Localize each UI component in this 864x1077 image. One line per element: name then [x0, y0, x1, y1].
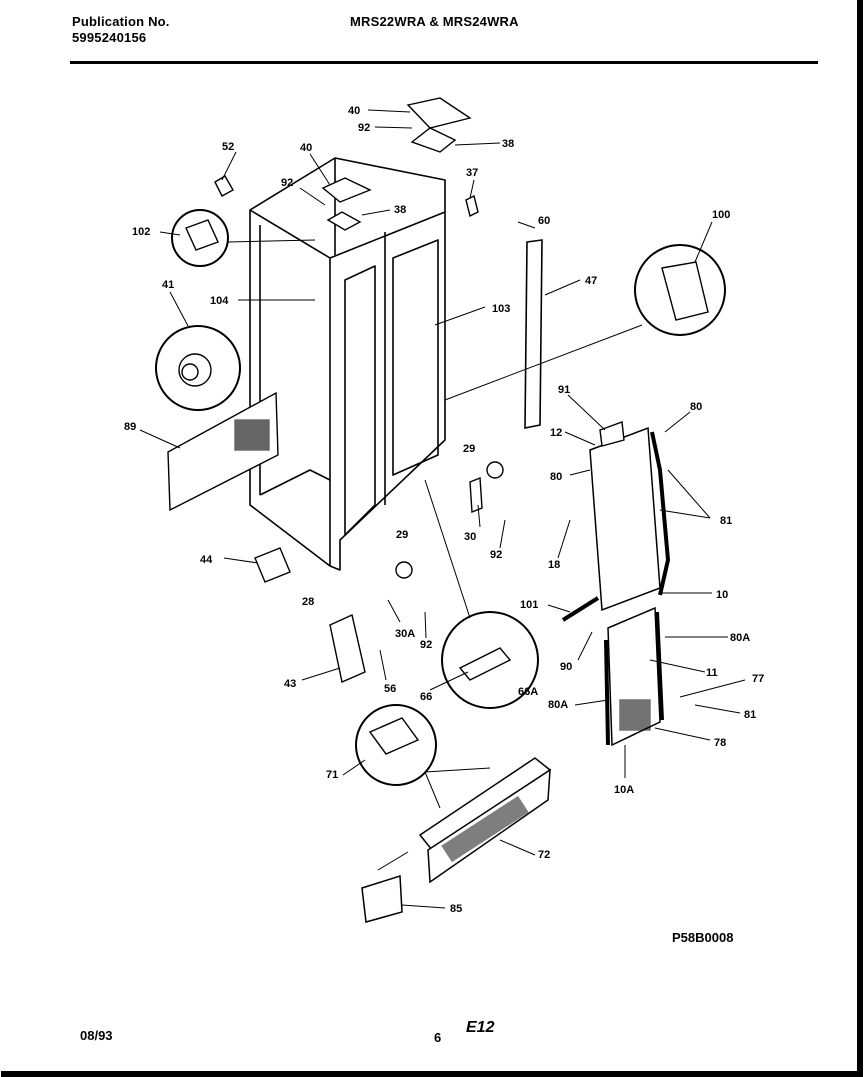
grille-72	[361, 757, 552, 923]
callout-label: 29	[396, 529, 408, 541]
callout-label: 41	[162, 279, 174, 291]
panel-89	[167, 391, 279, 512]
callout-label: 43	[284, 678, 296, 690]
callout-label: 92	[490, 549, 502, 561]
callout-label: 38	[394, 204, 406, 216]
detail-contents	[178, 219, 709, 755]
header-rule	[70, 61, 818, 64]
callout-label: 92	[281, 177, 293, 189]
callout-label: 78	[714, 737, 726, 749]
callout-label: 28	[302, 596, 314, 608]
callout-label: 11	[706, 667, 718, 679]
callout-label: 38	[502, 138, 514, 150]
footer-section-code: E12	[466, 1019, 495, 1036]
callout-label: 80	[550, 471, 562, 483]
callout-label: 80A	[730, 632, 750, 644]
callout-label: 29	[463, 443, 475, 455]
callout-label: 91	[558, 384, 570, 396]
callout-label: 90	[560, 661, 572, 673]
callout-label: 85	[450, 903, 462, 915]
callout-label: 60	[538, 215, 550, 227]
callout-label: 40	[300, 142, 312, 154]
callout-label: 66	[420, 691, 432, 703]
callout-label: 81	[720, 515, 732, 527]
callout-label: 89	[124, 421, 136, 433]
top-hinge-parts	[214, 97, 479, 231]
callout-labels: 40 92 38 52 40 92 38 37 102 60 100 47 41…	[124, 105, 764, 915]
callout-label: 71	[326, 769, 338, 781]
callout-label: 80	[690, 401, 702, 413]
callout-label: 30	[464, 531, 476, 543]
callout-label: 10A	[614, 784, 634, 796]
callout-label: 80A	[548, 699, 568, 711]
callout-label: 66A	[518, 686, 538, 698]
callout-label: 44	[200, 554, 213, 566]
callout-label: 103	[492, 303, 510, 315]
leader-lines	[139, 109, 746, 909]
callout-label: 37	[466, 167, 478, 179]
callout-label: 100	[712, 209, 730, 221]
callout-label: 18	[548, 559, 560, 571]
callout-label: 104	[210, 295, 229, 307]
callout-label: 40	[348, 105, 360, 117]
detail-circles	[155, 209, 726, 786]
callout-label: 52	[222, 141, 234, 153]
figure-code: P58B0008	[672, 930, 733, 945]
callout-label: 12	[550, 427, 562, 439]
cover-10	[589, 426, 671, 747]
callout-label: 56	[384, 683, 396, 695]
callout-label: 101	[520, 599, 538, 611]
callout-label: 77	[752, 673, 764, 685]
callout-label: 92	[358, 122, 370, 134]
publication-number: 5995240156	[72, 30, 147, 45]
rail-47	[524, 239, 543, 429]
footer-page-number: 6	[434, 1030, 441, 1045]
model-numbers: MRS22WRA & MRS24WRA	[350, 14, 519, 29]
callout-label: 30A	[395, 628, 415, 640]
callout-label: 102	[132, 226, 150, 238]
callout-label: 92	[420, 639, 432, 651]
footer-date: 08/93	[80, 1028, 113, 1043]
callout-label: 72	[538, 849, 550, 861]
small-parts	[254, 421, 625, 683]
callout-label: 10	[716, 589, 728, 601]
callout-label: 81	[744, 709, 756, 721]
publication-label: Publication No.	[72, 14, 170, 29]
callout-label: 47	[585, 275, 597, 287]
